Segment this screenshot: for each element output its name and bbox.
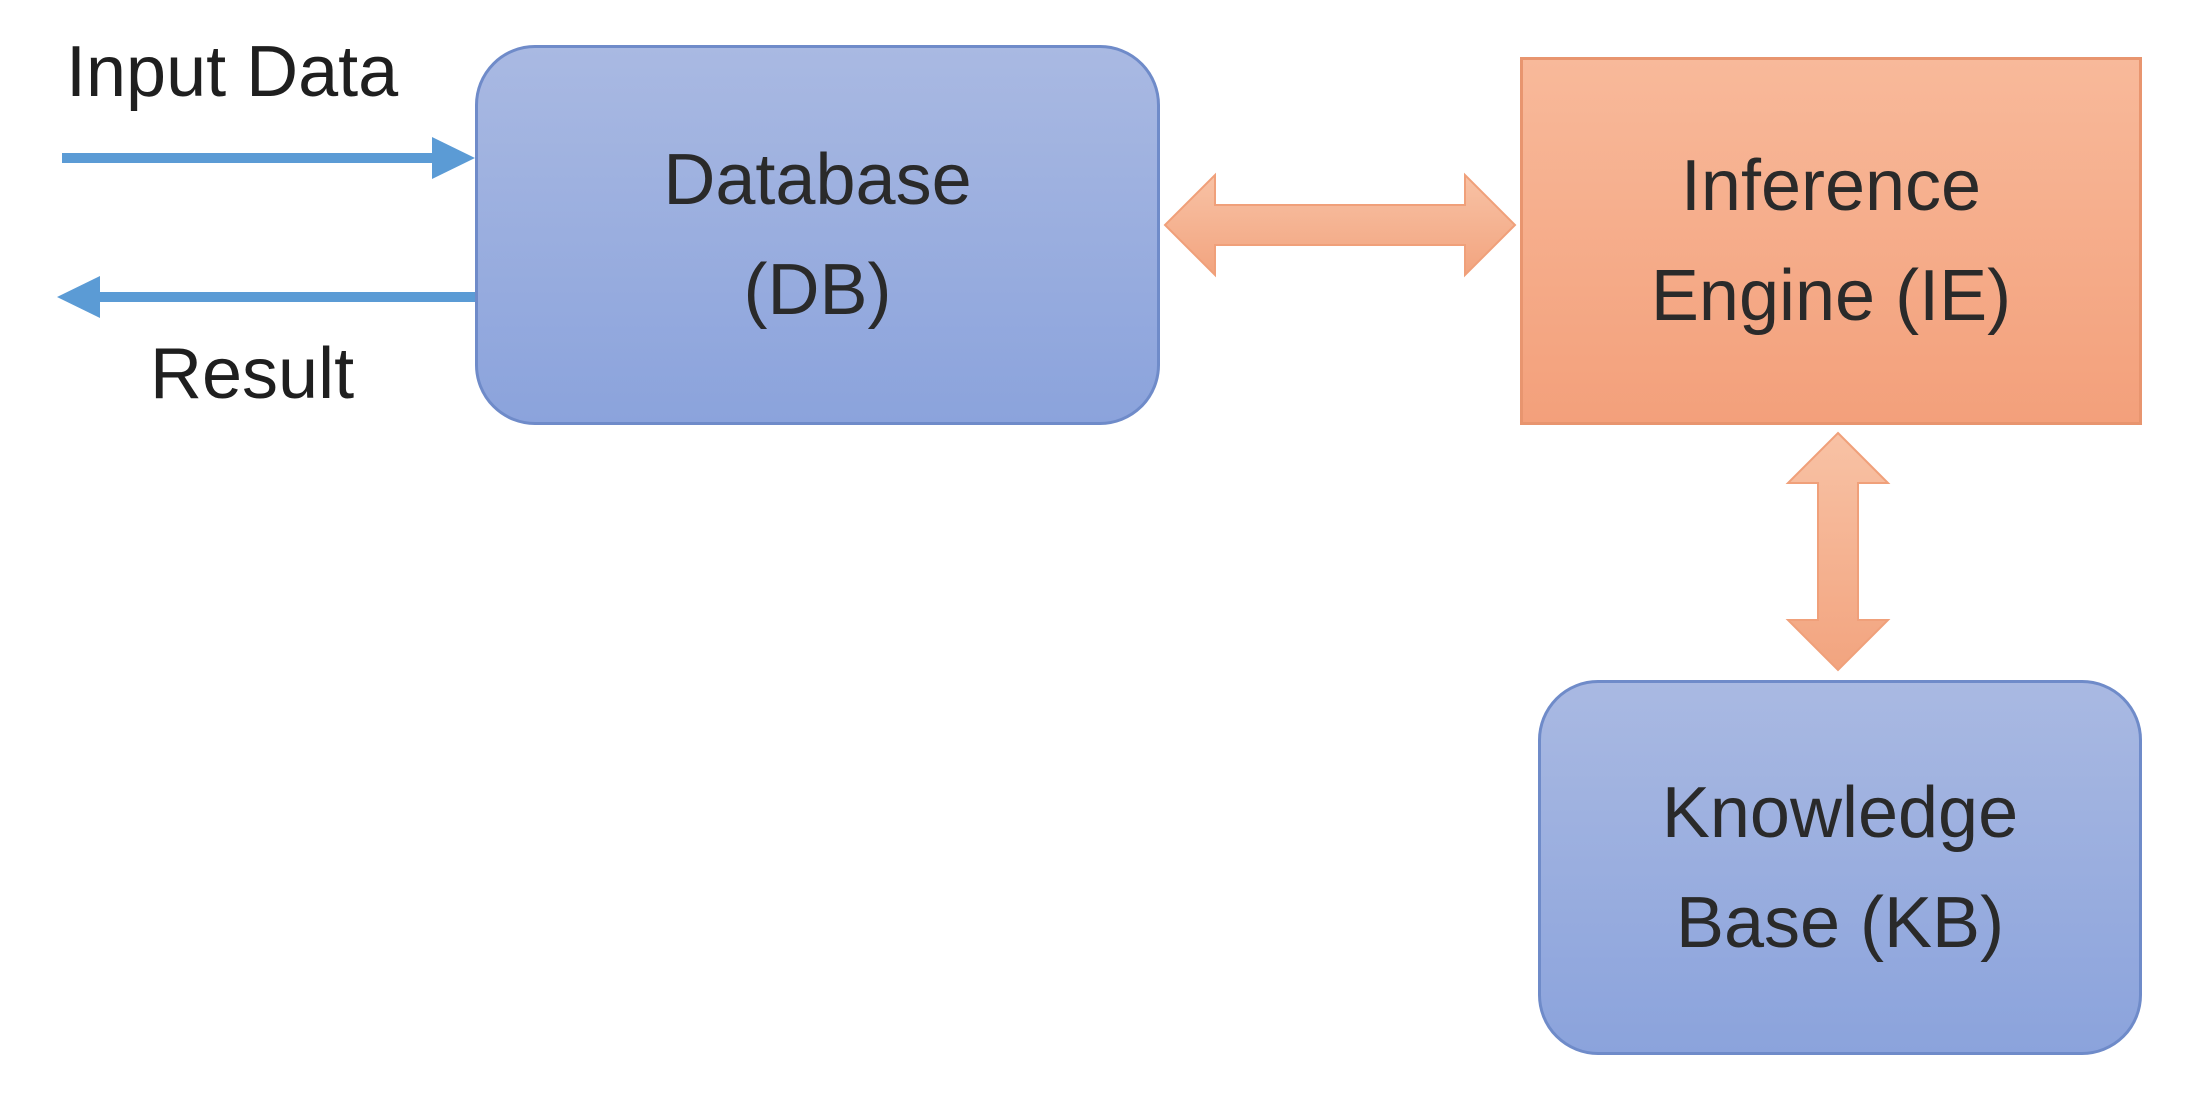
ie-kb-double-arrow — [1785, 431, 1891, 672]
inference-engine-node: Inference Engine (IE) — [1520, 57, 2142, 425]
database-line2: (DB) — [743, 250, 892, 330]
input-data-label: Input Data — [66, 32, 399, 112]
database-line1: Database — [663, 140, 972, 220]
input-arrow — [62, 137, 475, 179]
inference-engine-node-text: Inference Engine (IE) — [1651, 131, 2011, 351]
knowledge-base-line1: Knowledge — [1661, 772, 2019, 853]
database-node: Database (DB) — [475, 45, 1160, 425]
knowledge-base-line2: Base (KB) — [1675, 882, 2005, 963]
knowledge-base-node: Knowledge Base (KB) — [1538, 680, 2142, 1055]
result-arrow — [57, 276, 475, 318]
knowledge-base-node-text: Knowledge Base (KB) — [1662, 758, 2018, 978]
inference-engine-line2: Engine (IE) — [1650, 256, 2012, 336]
db-ie-double-arrow — [1163, 172, 1517, 278]
database-node-text: Database (DB) — [663, 125, 971, 345]
result-label: Result — [150, 334, 355, 414]
inference-engine-line1: Inference — [1680, 146, 1982, 226]
